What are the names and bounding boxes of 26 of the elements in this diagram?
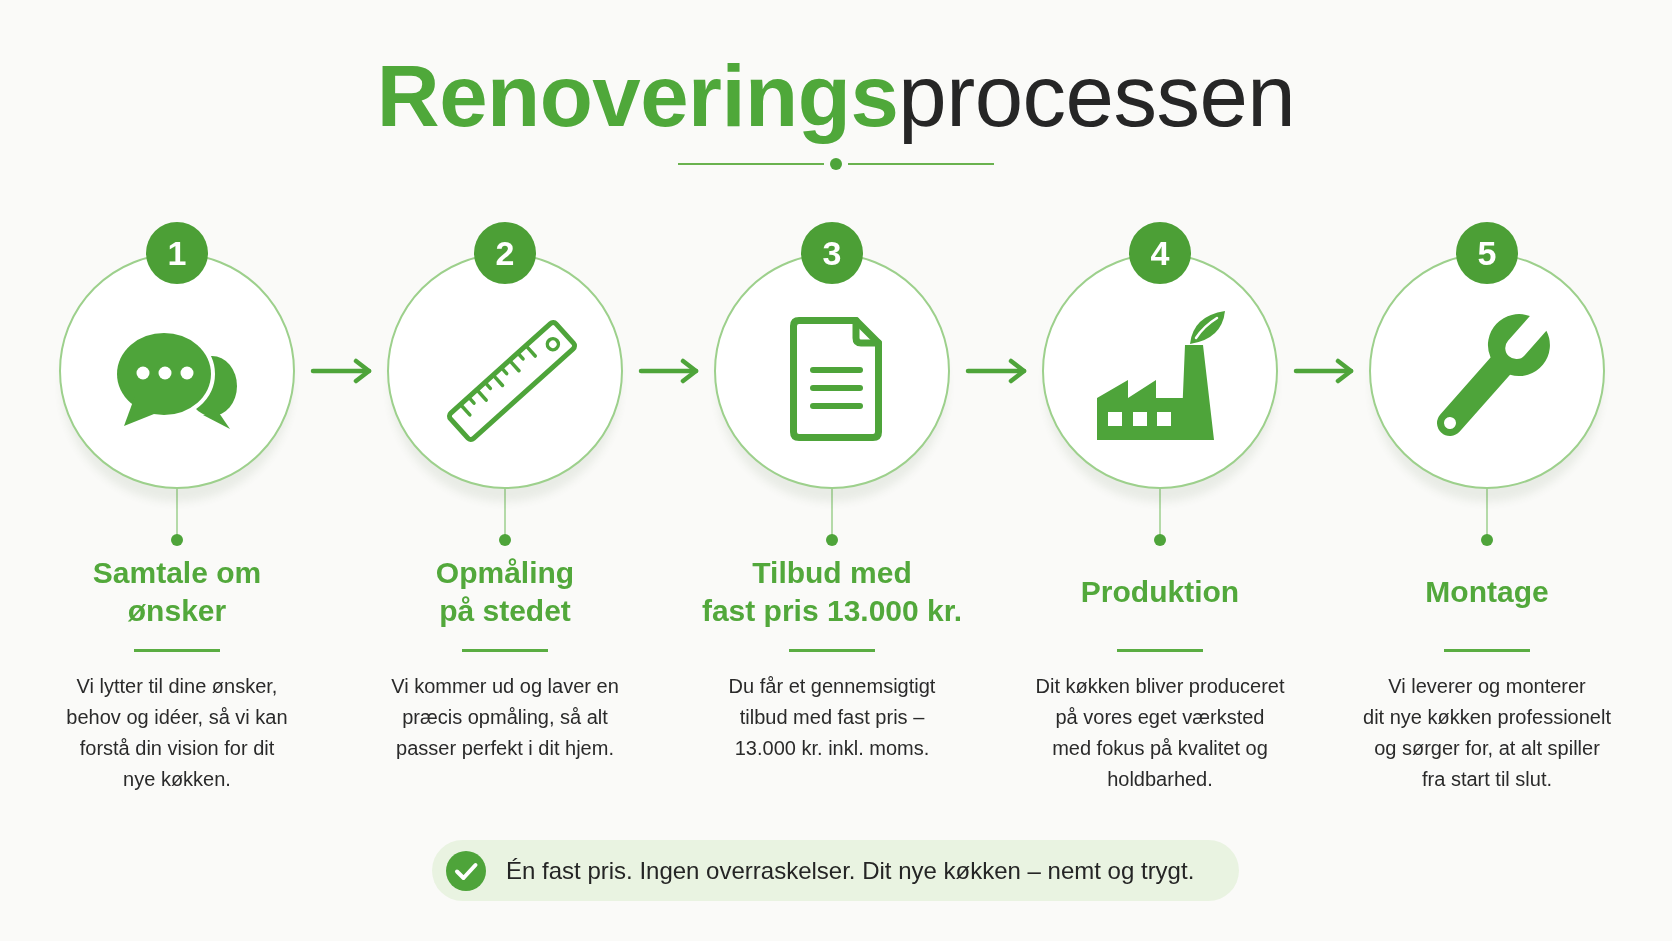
step-number: 3 <box>801 222 863 284</box>
arrow <box>965 358 1027 384</box>
dot-connector-line <box>171 488 183 546</box>
step-title: Produktion <box>1080 574 1240 610</box>
step-description: Dit køkken bliver produceret på vores eget værksted med fokus på kvalitet og holdbarhed. <box>1035 673 1285 792</box>
step-title: Montage <box>1425 574 1549 610</box>
dot-connector-line <box>499 488 511 546</box>
step-number: 2 <box>474 222 536 284</box>
summary-text: Én fast pris. Ingen overraskelser. Dit nye køkken – nemt og trygt. <box>506 855 1195 886</box>
step-description: Du får et gennemsigtigt tilbud med fast pris – 13.000 kr. inkl. moms. <box>728 673 936 761</box>
dot-connector-line <box>1154 488 1166 546</box>
step-title: Tilbud med fast pris 13.000 kr. <box>701 555 963 629</box>
step-description: Vi leverer og monterer dit nye køkken professionelt og sørger for, at alt spiller fra start til slut. <box>1363 673 1611 792</box>
step-number: 1 <box>146 222 208 284</box>
title: Renoveringsprocessen <box>375 46 1297 146</box>
arrow <box>310 358 372 384</box>
arrow <box>1293 358 1354 384</box>
step-number: 4 <box>1129 222 1191 284</box>
dot-connector-line <box>1481 488 1493 546</box>
dot-connector-line <box>826 488 838 546</box>
step-description: Vi kommer ud og laver en præcis opmåling, så alt passer perfekt i dit hjem. <box>391 673 619 761</box>
arrow <box>638 358 699 384</box>
step-title: Samtale om ønsker <box>92 555 262 629</box>
step-description: Vi lytter til dine ønsker, behov og idéer, så vi kan forstå din vision for dit nye køkken. <box>66 673 288 792</box>
step-number: 5 <box>1456 222 1518 284</box>
step-title: Opmåling på stedet <box>435 555 575 629</box>
